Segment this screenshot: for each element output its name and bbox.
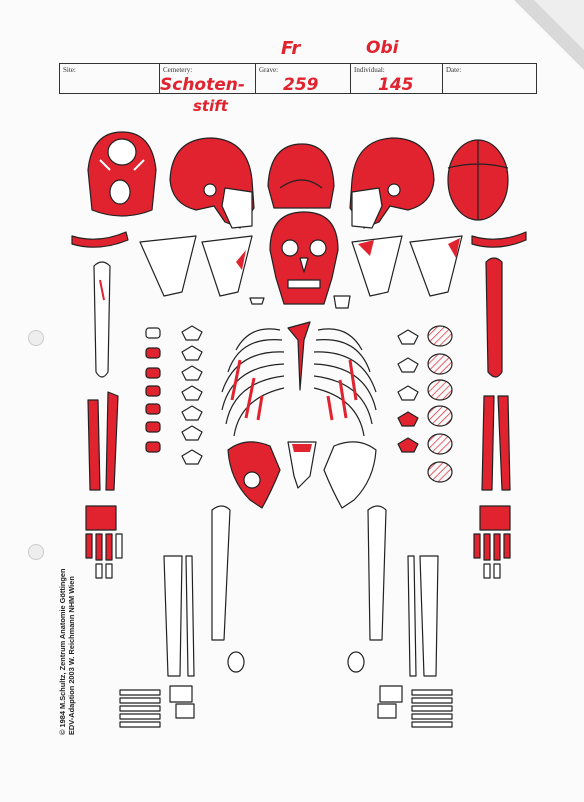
tibia-left — [420, 556, 438, 676]
vertebrae-column-right — [398, 330, 418, 452]
fibula-right — [186, 556, 194, 676]
skull-right-lateral-view — [170, 138, 254, 228]
skull-superior-view — [448, 140, 508, 220]
foot-right — [120, 686, 194, 727]
lumbar-vertebrae-hatched — [428, 326, 452, 482]
humerus-left — [486, 258, 502, 377]
sternum — [288, 322, 310, 390]
ulna-left — [498, 396, 510, 490]
ribs-left — [314, 329, 376, 436]
clavicle-right — [72, 232, 128, 247]
hyoid-bone — [250, 298, 264, 304]
pelvis-left-hip — [324, 442, 376, 508]
femur-left — [368, 506, 386, 640]
femur-right — [212, 506, 230, 640]
skull-inferior-view — [88, 132, 156, 216]
ulna-right — [106, 392, 118, 490]
rib-red-marks — [232, 360, 356, 420]
hand-right — [86, 506, 122, 578]
credits-line-2: EDV-Adaption 2003 W. Reichmann NHM Wien — [67, 568, 76, 735]
vertebrae-column-left — [146, 328, 160, 452]
humerus-right — [94, 262, 110, 377]
scapula-right-anterior — [202, 236, 252, 296]
radius-right — [88, 400, 100, 490]
scapula-right-posterior — [140, 236, 196, 296]
radius-left — [482, 396, 494, 490]
tibia-right — [164, 556, 182, 676]
vertebrae-column-middle — [182, 326, 202, 464]
fibula-left — [408, 556, 416, 676]
skull-anterior-upper-view — [268, 144, 334, 208]
credits-vertical: © 1984 M.Schultz, Zentrum Anatomie Götti… — [58, 568, 76, 735]
clavicle-left — [472, 232, 526, 247]
skull-frontal-view — [270, 212, 338, 304]
atlas-vertebra — [334, 296, 350, 308]
patella-left — [348, 652, 364, 672]
patella-right — [228, 652, 244, 672]
skull-left-lateral-view — [350, 138, 434, 228]
foot-left — [378, 686, 452, 727]
hand-left — [474, 506, 510, 578]
credits-line-1: © 1984 M.Schultz, Zentrum Anatomie Götti… — [58, 568, 67, 735]
